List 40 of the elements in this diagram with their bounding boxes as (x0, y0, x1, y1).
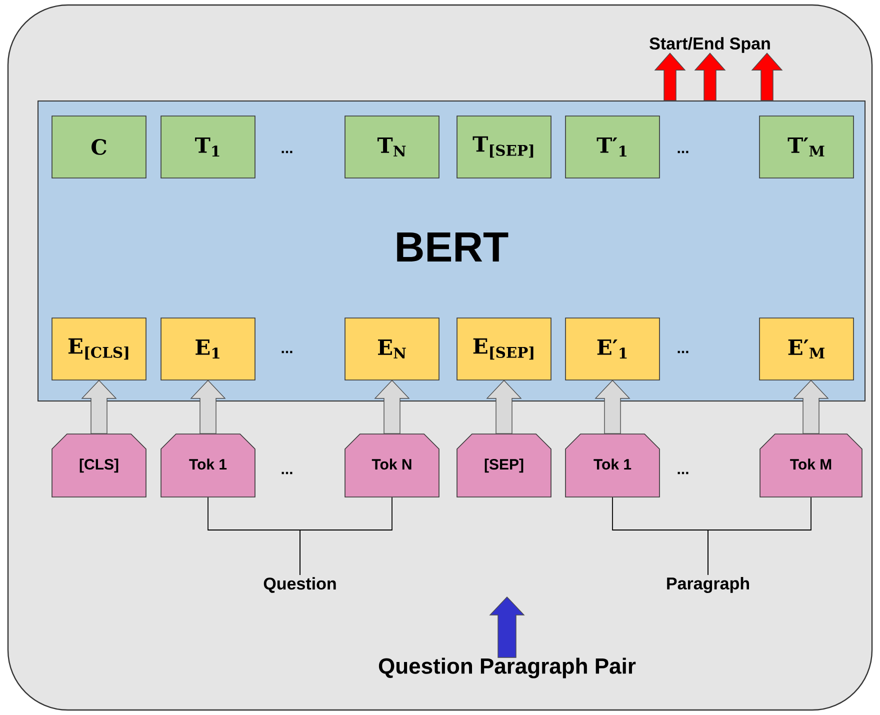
embedding-box: E′$_{1}$ (565, 318, 660, 380)
output-token-box: T$_{[SEP]}$ (456, 116, 552, 178)
output-token-box: T′$_{M}$ (759, 116, 854, 178)
caption-text: Start/End Span (650, 37, 770, 53)
block-arrow (751, 52, 783, 101)
output-token-box: T′$_{1}$ (565, 116, 660, 178)
block-arrow (190, 380, 226, 434)
embedding-box: E$_{N}$ (344, 318, 440, 380)
token-box: [SEP] (456, 434, 552, 498)
ellipsis: ... (282, 472, 292, 474)
token-box: Tok 1 (565, 434, 660, 498)
embedding-box: E$_{1}$ (160, 318, 256, 380)
block-arrow (694, 52, 726, 101)
ellipsis: ... (282, 350, 292, 354)
block-arrow (374, 380, 410, 434)
block-arrow (489, 596, 525, 658)
ellipsis: ... (678, 350, 688, 354)
block-arrow (594, 380, 630, 434)
embedding-box: E$_{[SEP]}$ (456, 318, 552, 380)
block-arrow (81, 380, 117, 434)
block-arrow (486, 380, 522, 434)
token-box: [CLS] (52, 434, 146, 498)
embedding-box: E′$_{M}$ (759, 318, 854, 380)
bracket-line (708, 496, 812, 576)
ellipsis: ... (678, 472, 688, 474)
caption-text: Question Paragraph Pair (378, 658, 636, 678)
caption-text: Question (264, 577, 336, 593)
ellipsis: ... (282, 150, 292, 154)
token-box: Tok N (344, 434, 440, 498)
ellipsis: ... (678, 150, 688, 154)
caption-text: Paragraph (667, 577, 749, 593)
output-token-box: T$_{N}$ (344, 116, 440, 178)
embedding-box: E$_{[CLS]}$ (52, 318, 146, 380)
output-token-box: C (52, 116, 146, 178)
block-arrow (654, 52, 686, 101)
output-token-box: T$_{1}$ (160, 116, 256, 178)
block-arrow (793, 380, 829, 434)
token-box: Tok 1 (160, 434, 256, 498)
bracket-line (300, 496, 392, 576)
token-box: Tok M (760, 434, 862, 498)
